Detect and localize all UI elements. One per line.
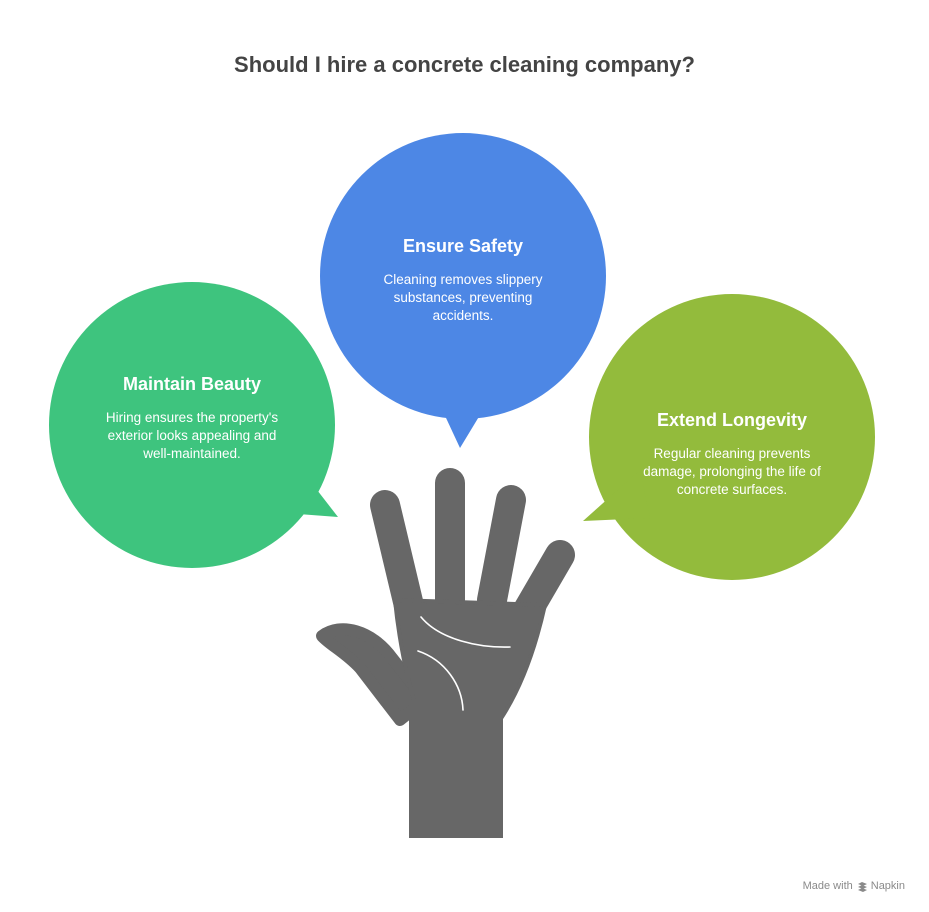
palm-lines (417, 616, 511, 711)
longevity-heading: Extend Longevity (656, 410, 808, 430)
beauty-heading: Maintain Beauty (122, 374, 262, 394)
safety-bubble-text: Ensure Safety Cleaning removes slippery … (373, 236, 553, 325)
beauty-bubble-text: Maintain Beauty Hiring ensures the prope… (97, 374, 287, 463)
footer-credit: Made with Napkin (803, 880, 905, 892)
beauty-bubble (49, 282, 338, 568)
footer-brand-name: Napkin (870, 880, 905, 892)
footer-made-with: Made with (802, 880, 853, 892)
hand-icon (316, 468, 575, 838)
diagram-title: Should I hire a concrete cleaning compan… (234, 52, 695, 77)
footer-brand: Napkin (857, 880, 905, 892)
safety-bubble (320, 133, 606, 448)
safety-description: Cleaning removes slippery substances, pr… (383, 272, 543, 323)
napkin-logo-icon (857, 881, 867, 892)
longevity-description: Regular cleaning prevents damage, prolon… (643, 446, 821, 497)
beauty-description: Hiring ensures the property's exterior l… (105, 410, 279, 461)
longevity-bubble (583, 294, 875, 580)
safety-heading: Ensure Safety (402, 236, 524, 256)
longevity-bubble-text: Extend Longevity Regular cleaning preven… (640, 410, 824, 499)
